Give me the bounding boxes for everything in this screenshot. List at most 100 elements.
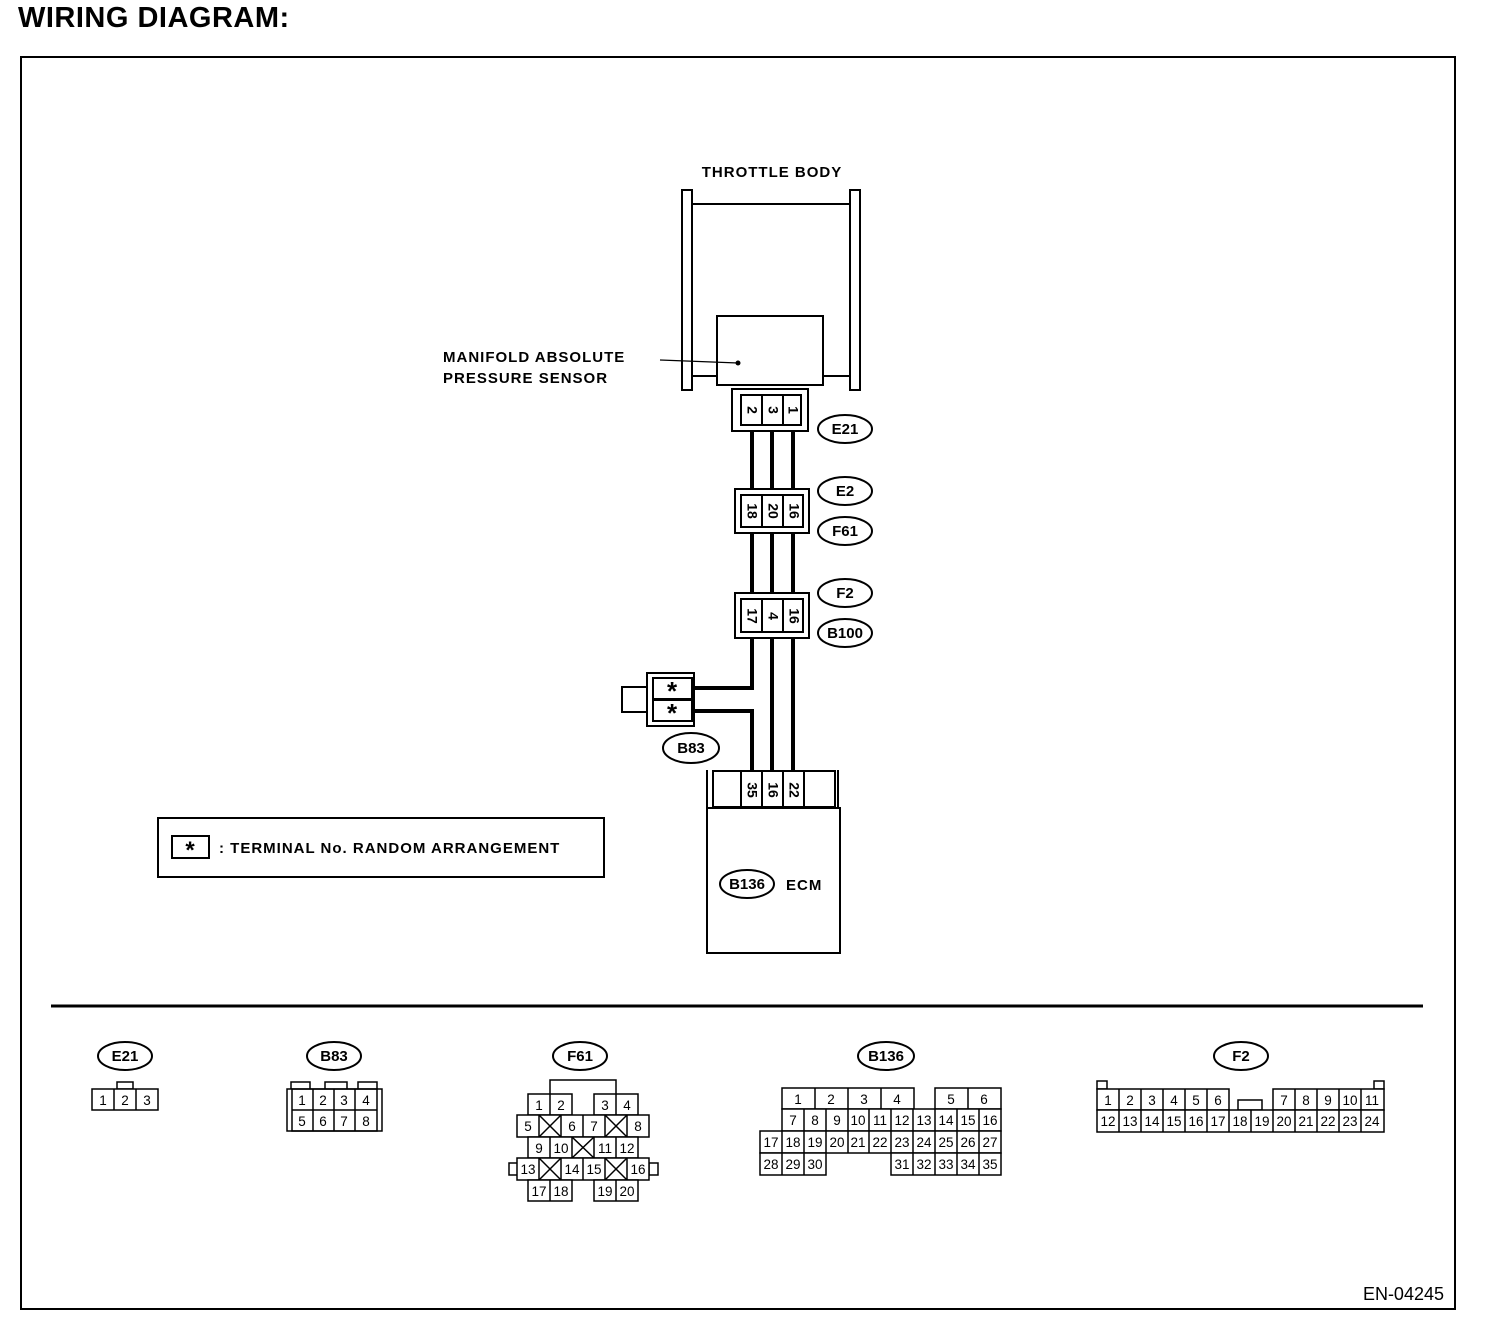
face-b136-pin: 10 (850, 1113, 865, 1128)
face-f61-pin: 12 (619, 1141, 634, 1156)
face-f61-pin: 20 (619, 1184, 634, 1199)
face-f2-pin: 7 (1280, 1093, 1288, 1108)
face-b136-pin: 22 (872, 1135, 887, 1150)
face-f2-pin: 24 (1364, 1114, 1380, 1129)
legend-symbol: * (185, 837, 195, 864)
face-f2-pin: 13 (1122, 1114, 1137, 1129)
connector-f2-b100: 17 4 16 F2 B100 (734, 578, 873, 648)
map-sensor-label-line1: MANIFOLD ABSOLUTE (443, 349, 625, 366)
face-f2-pin: 4 (1170, 1093, 1178, 1108)
b136-pin-16: 16 (765, 782, 781, 798)
b83-pin-random-1: * (667, 676, 678, 706)
face-f61: F61 1 2 3 4 5 6 7 8 9 10 11 12 (508, 1041, 659, 1202)
face-f2-pin: 14 (1144, 1114, 1160, 1129)
face-f2-pin: 18 (1232, 1114, 1247, 1129)
face-b83-pin: 4 (362, 1093, 370, 1108)
face-b136-pin: 8 (811, 1113, 819, 1128)
e21-pin-3: 3 (765, 406, 781, 414)
face-f2-pin: 9 (1324, 1093, 1332, 1108)
face-f2-pin: 21 (1298, 1114, 1313, 1129)
e21-pin-1: 1 (785, 406, 801, 414)
face-b136-pin: 33 (938, 1157, 953, 1172)
face-f61-pin: 11 (598, 1141, 612, 1156)
face-f61-pin: 6 (568, 1119, 576, 1134)
face-b136-pin: 31 (894, 1157, 909, 1172)
face-f2: F2 1 2 3 4 5 6 7 8 9 10 11 (1096, 1041, 1385, 1133)
face-f2-pin: 6 (1214, 1093, 1222, 1108)
face-f61-pin: 7 (590, 1119, 598, 1134)
face-b136-pin: 3 (860, 1092, 868, 1107)
ecm: 35 16 22 B136 ECM (706, 770, 841, 954)
face-b136-pin: 26 (960, 1135, 975, 1150)
face-b83-pin: 8 (362, 1114, 370, 1129)
b100-tag: B100 (827, 625, 863, 642)
b100-pin-17: 17 (744, 608, 760, 624)
face-b136-pin: 20 (829, 1135, 844, 1150)
legend: * : TERMINAL No. RANDOM ARRANGEMENT (157, 817, 605, 878)
b100-pin-4: 4 (765, 612, 781, 620)
map-sensor-label-line2: PRESSURE SENSOR (443, 370, 608, 387)
face-b83-pin: 3 (340, 1093, 348, 1108)
diagram-frame (20, 56, 1456, 1310)
face-b136-pin: 6 (980, 1092, 988, 1107)
face-f61-pin: 14 (564, 1162, 580, 1177)
face-b136-pin: 13 (916, 1113, 931, 1128)
face-f61-pin: 17 (531, 1184, 546, 1199)
face-e21-pin: 1 (99, 1093, 107, 1108)
face-b136-pin: 32 (916, 1157, 931, 1172)
face-b136: B136 1 2 3 4 5 6 7 8 9 10 11 12 13 14 15… (759, 1041, 1002, 1176)
face-b136-pin: 21 (850, 1135, 865, 1150)
b136-pin-22: 22 (786, 782, 802, 798)
b83-tag: B83 (677, 740, 705, 757)
face-f61-pin: 19 (597, 1184, 612, 1199)
e21-tag: E21 (832, 421, 859, 438)
face-b136-pin: 11 (873, 1113, 887, 1128)
face-f2-tag: F2 (1232, 1048, 1250, 1065)
face-f61-pin: 1 (535, 1098, 543, 1113)
connector-e21: 2 3 1 E21 (731, 388, 873, 444)
e21-pin-2: 2 (744, 406, 760, 414)
f61-pin-16: 16 (786, 503, 802, 519)
face-b136-pin: 1 (794, 1092, 802, 1107)
face-f61-pin: 8 (634, 1119, 642, 1134)
face-f61-pin: 4 (623, 1098, 631, 1113)
page-title: WIRING DIAGRAM: (18, 2, 290, 34)
harness-wires (694, 430, 795, 770)
face-f2-pin: 2 (1126, 1093, 1134, 1108)
connector-b83: * * B83 (621, 672, 720, 764)
connector-e2-f61: 18 20 16 E2 F61 (734, 476, 873, 546)
face-b136-pin: 2 (827, 1092, 835, 1107)
face-b136-pin: 30 (807, 1157, 822, 1172)
face-b136-pin: 17 (763, 1135, 778, 1150)
face-b136-pin: 18 (785, 1135, 800, 1150)
face-f61-pin: 2 (557, 1098, 565, 1113)
face-b136-pin: 14 (938, 1113, 954, 1128)
face-f2-pin: 22 (1320, 1114, 1335, 1129)
face-b83-pin: 6 (319, 1114, 327, 1129)
e2-tag: E2 (836, 483, 854, 500)
face-b136-pin: 7 (789, 1113, 797, 1128)
face-f61-pin: 5 (524, 1119, 532, 1134)
face-b136-pin: 12 (894, 1113, 909, 1128)
face-f61-tag: F61 (567, 1048, 593, 1065)
f61-tag: F61 (832, 523, 858, 540)
b83-pin-random-2: * (667, 698, 678, 728)
face-e21-pin: 2 (121, 1093, 129, 1108)
face-b83-pin: 1 (298, 1093, 306, 1108)
face-b136-pin: 29 (785, 1157, 800, 1172)
face-f2-pin: 3 (1148, 1093, 1156, 1108)
face-b136-pin: 15 (960, 1113, 975, 1128)
face-f61-pin: 16 (630, 1162, 645, 1177)
face-b136-pin: 23 (894, 1135, 909, 1150)
face-f2-pin: 5 (1192, 1093, 1200, 1108)
face-b83-tag: B83 (320, 1048, 348, 1065)
face-b136-pin: 34 (960, 1157, 976, 1172)
ecm-label: ECM (786, 877, 822, 894)
face-f2-pin: 1 (1104, 1093, 1112, 1108)
face-f61-pin: 3 (601, 1098, 609, 1113)
face-b136-pin: 19 (807, 1135, 822, 1150)
face-b83-pin: 5 (298, 1114, 306, 1129)
f61-pin-18: 18 (744, 503, 760, 519)
face-f61-pin: 10 (553, 1141, 568, 1156)
